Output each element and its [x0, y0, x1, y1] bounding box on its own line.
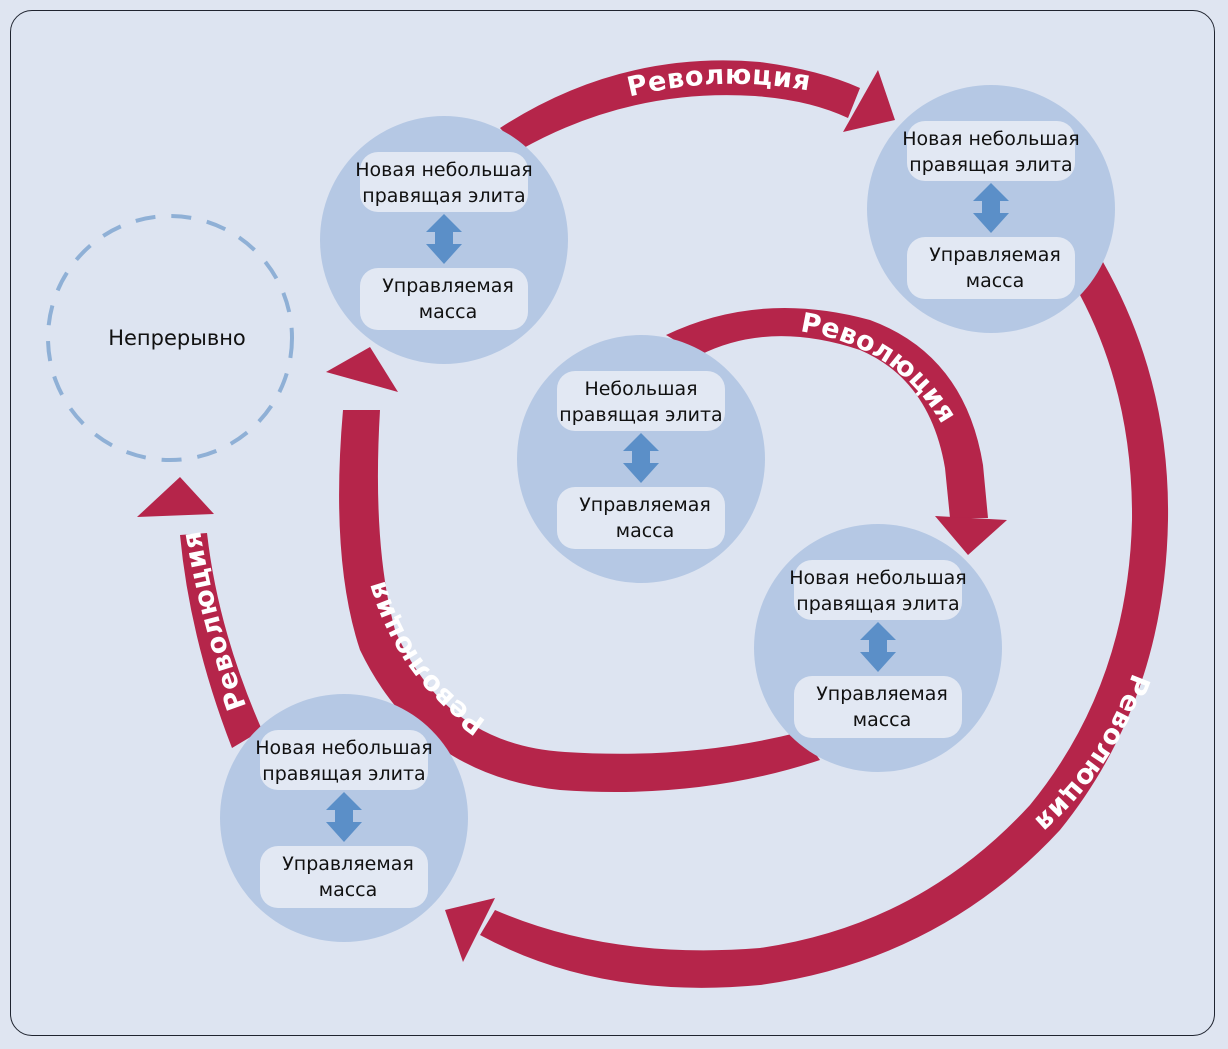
arrow-label: Революция [1028, 670, 1155, 839]
mass-label-line: Управляемая [579, 494, 711, 516]
arrow-head [843, 70, 895, 132]
node-bottom-left: Новая небольшая правящая элитаУправляемая… [220, 694, 468, 942]
elite-box: Небольшая правящая элита [557, 371, 725, 431]
elite-box-bg [794, 560, 962, 620]
elite-box: Новая небольшая правящая элита [789, 560, 967, 620]
elite-label-line: правящая элита [262, 763, 425, 785]
elite-label-line: правящая элита [796, 593, 959, 615]
double-arrow-icon [973, 183, 1009, 233]
elite-box: Новая небольшая правящая элита [355, 152, 533, 212]
mass-box-bg [907, 237, 1075, 299]
elite-label-line: Новая небольшая [902, 128, 1079, 150]
elite-box: Новая небольшая правящая элита [902, 121, 1080, 181]
arrow-head [137, 477, 214, 517]
node-upper-right: Новая небольшая правящая элитаУправляемая… [867, 85, 1115, 333]
arrow-label: Революция [176, 528, 253, 714]
mass-box: Управляемая масса [794, 676, 962, 738]
arrow-head [935, 516, 1007, 555]
node-upper-left: Новая небольшая правящая элитаУправляемая… [320, 116, 568, 364]
arrow-body [180, 533, 262, 748]
mass-box-bg [260, 846, 428, 908]
arrow-head [326, 347, 398, 392]
mass-box: Управляемая масса [907, 237, 1075, 299]
elite-box-bg [260, 730, 428, 790]
continuous-circle: Непрерывно [46, 214, 294, 462]
node-lower-right: Новая небольшая правящая элитаУправляемая… [754, 524, 1002, 772]
arrow-head [445, 898, 495, 962]
mass-label-line: Управляемая [382, 275, 514, 297]
elite-label-line: Новая небольшая [355, 159, 532, 181]
continuous-label: Непрерывно [108, 326, 246, 350]
mass-label-line: масса [966, 270, 1025, 292]
mass-label-line: масса [853, 709, 912, 731]
revolution-arrow-bottom-left-to-continuous: Революция [137, 477, 262, 748]
arrow-body [339, 410, 820, 792]
double-arrow-icon [326, 792, 362, 842]
elite-label-line: Новая небольшая [255, 737, 432, 759]
dashed-circle [46, 214, 294, 462]
double-arrow-icon [623, 433, 659, 483]
mass-box: Управляемая масса [557, 487, 725, 549]
mass-label-line: масса [419, 301, 478, 323]
arrow-body [666, 308, 988, 518]
mass-box-bg [360, 268, 528, 330]
mass-label-line: Управляемая [816, 683, 948, 705]
elite-label-line: правящая элита [362, 185, 525, 207]
elite-label-line: правящая элита [909, 154, 1072, 176]
mass-box-bg [557, 487, 725, 549]
double-arrow-icon [426, 214, 462, 264]
elite-label-line: Небольшая [584, 378, 697, 400]
mass-label-line: масса [319, 879, 378, 901]
mass-label-line: Управляемая [282, 853, 414, 875]
double-arrow-icon [860, 622, 896, 672]
arrow-body [480, 262, 1169, 988]
arrow-body [500, 60, 860, 150]
mass-label-line: масса [616, 520, 675, 542]
elite-box-bg [360, 152, 528, 212]
mass-label-line: Управляемая [929, 244, 1061, 266]
elite-label-line: Новая небольшая [789, 567, 966, 589]
mass-box: Управляемая масса [360, 268, 528, 330]
mass-box: Управляемая масса [260, 846, 428, 908]
mass-box-bg [794, 676, 962, 738]
elite-box-bg [907, 121, 1075, 181]
elite-label-line: правящая элита [559, 404, 722, 426]
elite-box-bg [557, 371, 725, 431]
elite-box: Новая небольшая правящая элита [255, 730, 433, 790]
revolution-arrow-upper-left-to-upper-right: Революция [500, 60, 895, 150]
